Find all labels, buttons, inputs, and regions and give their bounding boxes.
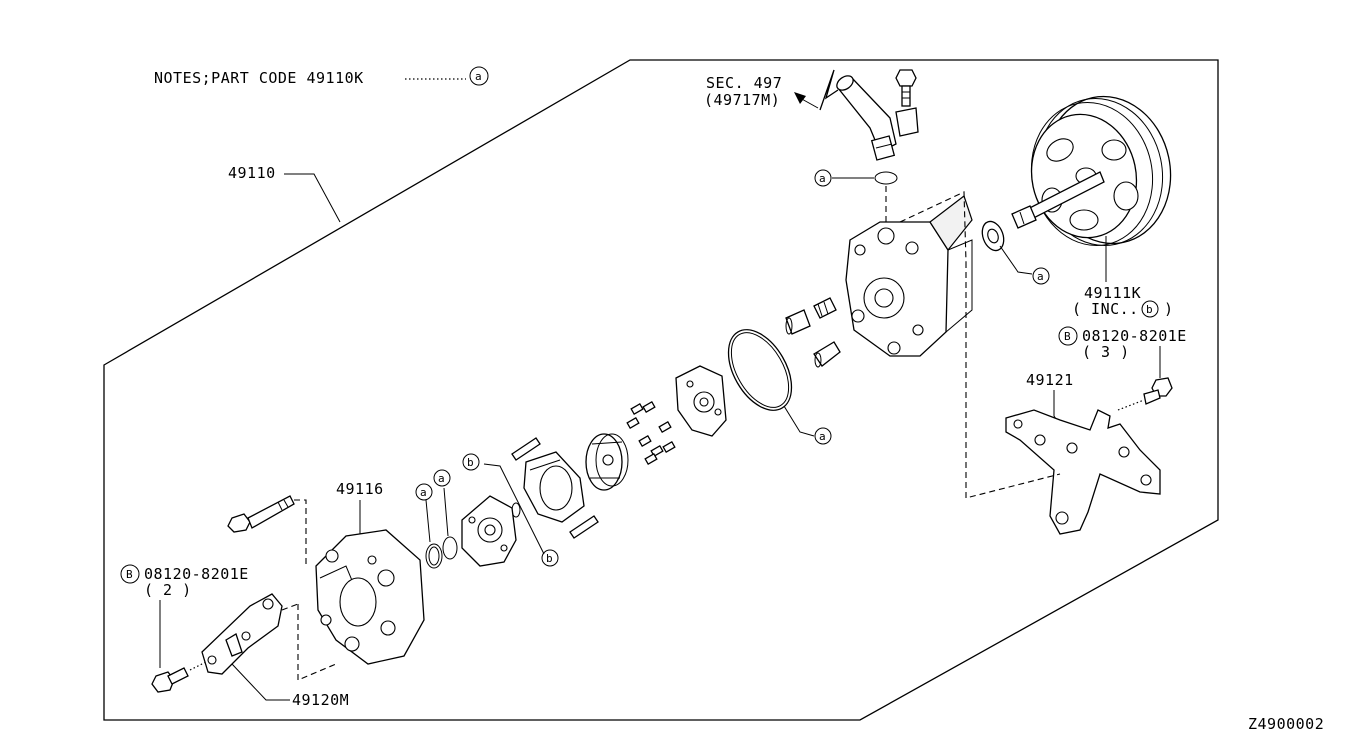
dowel-pin-2 — [569, 515, 599, 539]
sec-arrow-line — [799, 97, 819, 109]
dash-cover-bottom — [297, 604, 337, 681]
small-o-ring-2 — [442, 536, 458, 560]
small-o-ring-leader — [483, 463, 545, 555]
marker-a-circle-5 — [415, 483, 433, 501]
dash-bracket-left — [281, 603, 299, 611]
bracket-left-leader — [231, 663, 290, 701]
leader-49110 — [284, 173, 341, 223]
marker-b-circle-1 — [462, 453, 480, 471]
label-49111k-inc: ( INC.. — [1072, 300, 1139, 318]
label-49120m: 49120M — [292, 691, 349, 709]
marker-a-circle-1 — [814, 169, 832, 187]
side-plate — [461, 495, 517, 567]
pressure-plate — [675, 365, 727, 437]
label-sec-497: SEC. 497 — [706, 74, 782, 92]
marker-a-5: a — [420, 486, 427, 499]
marker-b-circle-inc — [1141, 300, 1159, 318]
notes-symbol-circle — [469, 66, 489, 86]
marker-b-1: b — [467, 456, 474, 469]
bracket-right — [1005, 409, 1161, 535]
zigzag-leader — [819, 69, 839, 111]
bolt-right-symbol: B — [1064, 330, 1071, 343]
bracket-left — [201, 593, 283, 675]
o-ring-leader-3 — [425, 499, 431, 543]
small-o-ring-3 — [425, 543, 443, 569]
seal-leader — [999, 245, 1033, 275]
marker-b-2: b — [546, 552, 553, 565]
label-sec-497-part: (49717M) — [704, 91, 780, 109]
long-bolt — [227, 495, 295, 533]
label-49111k: 49111K — [1084, 284, 1141, 302]
marker-b-inc: b — [1146, 303, 1153, 316]
dowel-pin-1 — [511, 437, 541, 461]
vanes — [626, 401, 676, 465]
marker-a-circle-3 — [814, 427, 832, 445]
bolt-right — [1143, 377, 1173, 405]
dash-body-top — [899, 191, 967, 263]
notes-text: NOTES;PART CODE 49110K — [154, 69, 364, 87]
label-bolt-right: 08120-8201E — [1082, 327, 1187, 345]
label-49110: 49110 — [228, 164, 276, 182]
bolt-left-symbol-circle — [120, 564, 140, 584]
label-bolt-left: 08120-8201E — [144, 565, 249, 583]
dash-long-bolt — [294, 499, 307, 566]
marker-a-circle-4 — [433, 469, 451, 487]
rotor — [585, 433, 629, 491]
dash-bracket-right — [965, 262, 1061, 499]
marker-a-1: a — [819, 172, 826, 185]
valve-parts — [785, 297, 841, 368]
assembly-boundary — [103, 59, 1219, 721]
o-ring-leader-2 — [443, 487, 449, 537]
label-bolt-left-qty: ( 2 ) — [144, 581, 192, 599]
drawing-code: Z4900002 — [1248, 715, 1324, 733]
bolt-right-dot — [1117, 399, 1145, 411]
bolt-left-dot — [189, 661, 207, 671]
pulley-assembly — [1011, 95, 1172, 247]
marker-a-4: a — [438, 472, 445, 485]
cam-ring — [523, 451, 585, 523]
notes-symbol: a — [475, 70, 482, 83]
pump-body — [845, 195, 973, 357]
suction-connector — [836, 75, 897, 161]
label-49121: 49121 — [1026, 371, 1074, 389]
marker-a-2: a — [1037, 270, 1044, 283]
bolt-right-symbol-circle — [1058, 326, 1078, 346]
marker-a-circle-2 — [1032, 267, 1050, 285]
bolt-left-symbol: B — [126, 568, 133, 581]
label-bolt-right-qty: ( 3 ) — [1082, 343, 1130, 361]
bolt-left — [151, 667, 189, 693]
rear-cover — [315, 529, 425, 665]
connector-bolt — [895, 69, 919, 137]
connector-o-ring — [874, 171, 898, 185]
large-o-ring — [727, 329, 793, 411]
marker-b-circle-2 — [541, 549, 559, 567]
label-49116: 49116 — [336, 480, 384, 498]
marker-a-3: a — [819, 430, 826, 443]
label-49111k-close: ) — [1164, 300, 1174, 318]
large-o-ring-leader — [783, 405, 815, 437]
